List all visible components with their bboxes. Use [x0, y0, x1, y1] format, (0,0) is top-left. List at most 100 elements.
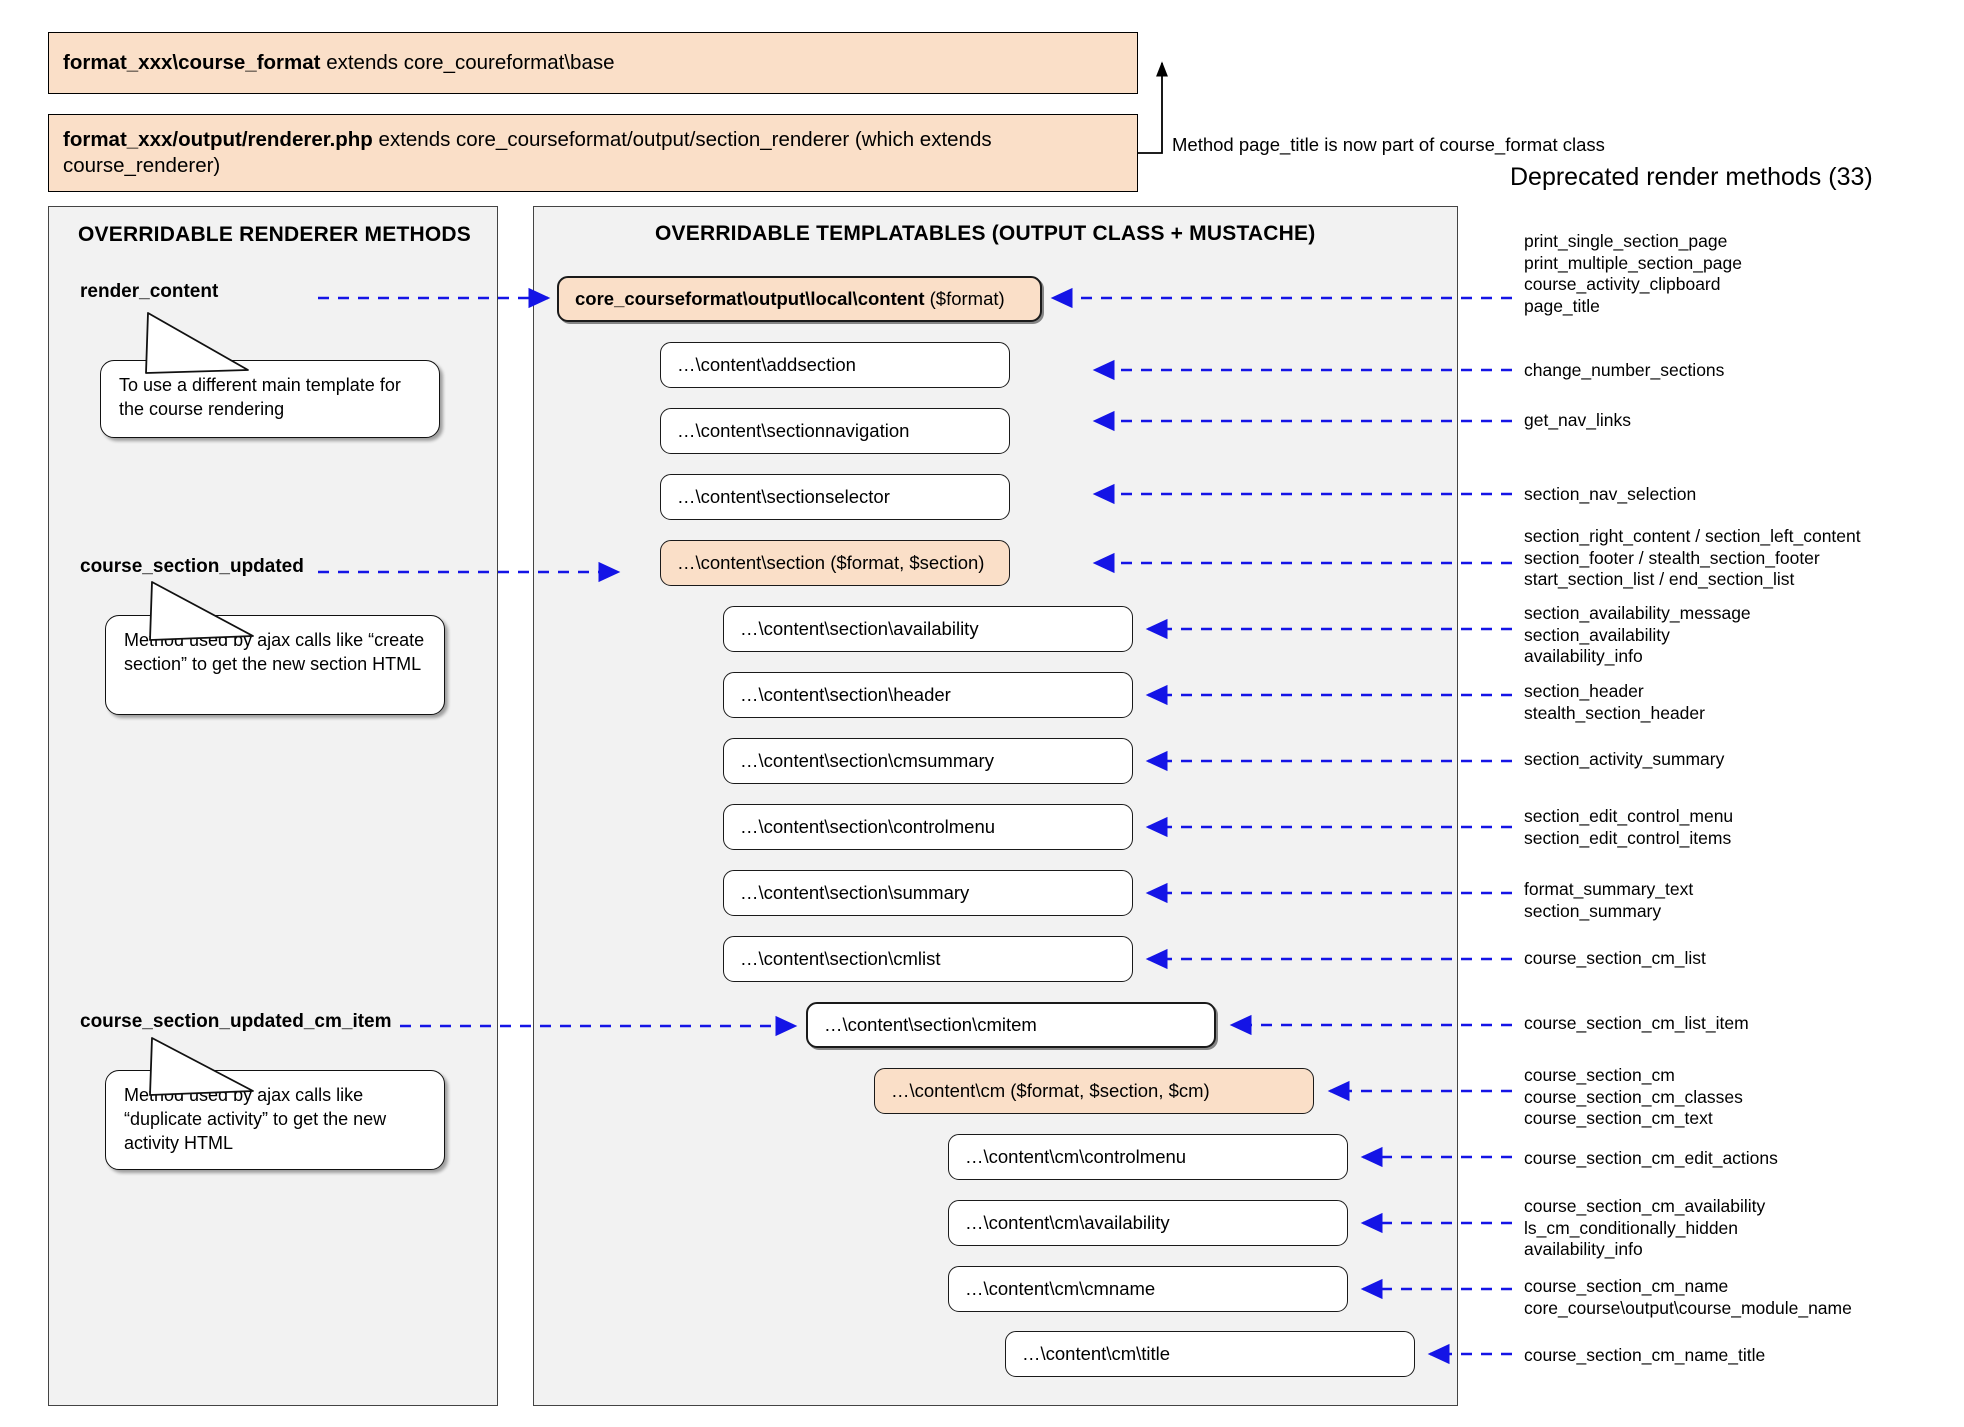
- deprecated-line: print_single_section_page: [1524, 231, 1728, 251]
- tbox-content-sectionnavigation[interactable]: …\content\sectionnavigation: [660, 408, 1010, 454]
- page-title-note: Method page_title is now part of course_…: [1172, 134, 1605, 155]
- tbox-16-label: …\content\cm\title: [1022, 1343, 1171, 1364]
- header-elbow-connector: [1138, 61, 1168, 154]
- tbox-content-local-content[interactable]: core_courseformat\output\local\content (…: [557, 276, 1042, 322]
- deprecated-line: section_nav_selection: [1524, 484, 1697, 504]
- tbox-content-cm-availability[interactable]: …\content\cm\availability: [948, 1200, 1348, 1246]
- header-box-course-format-bold: format_xxx\course_format: [63, 50, 321, 74]
- deprecated-group-15: course_section_cm_name core_course\outpu…: [1524, 1276, 1852, 1319]
- deprecated-group-3: section_nav_selection: [1524, 484, 1696, 506]
- tbox-7-label: …\content\section\cmsummary: [740, 750, 994, 771]
- deprecated-line: section_edit_control_menu: [1524, 806, 1734, 826]
- deprecated-group-14: course_section_cm_availability ls_cm_con…: [1524, 1196, 1765, 1261]
- tbox-content-local-content-text: core_courseformat\output\local\content (…: [575, 288, 1005, 310]
- tbox-6-label: …\content\section\header: [740, 684, 951, 705]
- deprecated-line: course_section_cm_name_title: [1524, 1345, 1766, 1365]
- deprecated-group-2: get_nav_links: [1524, 410, 1631, 432]
- tbox-11-label: …\content\section\cmitem: [824, 1014, 1037, 1035]
- header-box-course-format-text: format_xxx\course_format extends core_co…: [63, 50, 615, 76]
- deprecated-line: course_section_cm_list: [1524, 948, 1706, 968]
- deprecated-line: course_section_cm_availability: [1524, 1196, 1766, 1216]
- deprecated-group-8: section_edit_control_menu section_edit_c…: [1524, 806, 1733, 849]
- tbox-5-label: …\content\section\availability: [740, 618, 979, 639]
- tbox-content-cm-title[interactable]: …\content\cm\title: [1005, 1331, 1415, 1377]
- tbox-14-label: …\content\cm\availability: [965, 1212, 1170, 1233]
- deprecated-line: ls_cm_conditionally_hidden: [1524, 1217, 1739, 1238]
- deprecated-line: course_section_cm_edit_actions: [1524, 1148, 1778, 1168]
- header-box-renderer-php: format_xxx/output/renderer.php extends c…: [48, 114, 1138, 192]
- tbox-content-cm-controlmenu[interactable]: …\content\cm\controlmenu: [948, 1134, 1348, 1180]
- deprecated-group-11: course_section_cm_list_item: [1524, 1013, 1749, 1035]
- tbox-content-section-cmitem[interactable]: …\content\section\cmitem: [806, 1002, 1216, 1048]
- deprecated-line: print_multiple_section_page: [1524, 252, 1742, 273]
- tbox-content-section-header[interactable]: …\content\section\header: [723, 672, 1133, 718]
- deprecated-group-1: change_number_sections: [1524, 360, 1724, 382]
- tbox-2-label: …\content\sectionnavigation: [677, 420, 910, 441]
- deprecated-group-6: section_header stealth_section_header: [1524, 681, 1705, 724]
- tbox-8-label: …\content\section\controlmenu: [740, 816, 996, 837]
- deprecated-line: section_availability: [1524, 624, 1670, 645]
- deprecated-line: core_course\output\course_module_name: [1524, 1297, 1852, 1318]
- tbox-12-label: …\content\cm ($format, $section, $cm): [891, 1080, 1210, 1101]
- header-box-renderer-php-rest: extends core_courseformat/output/section…: [63, 127, 992, 177]
- header-box-course-format-rest: extends core_coureformat\base: [320, 50, 615, 74]
- tbox-content-section-availability[interactable]: …\content\section\availability: [723, 606, 1133, 652]
- center-panel-title: OVERRIDABLE TEMPLATABLES (OUTPUT CLASS +…: [655, 222, 1316, 245]
- deprecated-line: page_title: [1524, 295, 1600, 316]
- tbox-3-label: …\content\sectionselector: [677, 486, 890, 507]
- tbox-content-section[interactable]: …\content\section ($format, $section): [660, 540, 1010, 586]
- header-box-renderer-php-bold: format_xxx/output/renderer.php: [63, 127, 373, 151]
- left-panel-title: OVERRIDABLE RENDERER METHODS: [78, 223, 471, 246]
- deprecated-line: change_number_sections: [1524, 360, 1725, 380]
- tbox-content-addsection[interactable]: …\content\addsection: [660, 342, 1010, 388]
- callout-course-section-updated: Method used by ajax calls like “create s…: [105, 615, 445, 715]
- deprecated-line: course_activity_clipboard: [1524, 274, 1721, 295]
- deprecated-group-16: course_section_cm_name_title: [1524, 1345, 1765, 1367]
- deprecated-line: course_section_cm: [1524, 1065, 1675, 1085]
- deprecated-line: course_section_cm_text: [1524, 1108, 1713, 1129]
- deprecated-line: format_summary_text: [1524, 879, 1694, 899]
- deprecated-group-13: course_section_cm_edit_actions: [1524, 1148, 1778, 1170]
- tbox-10-label: …\content\section\cmlist: [740, 948, 941, 969]
- tbox-content-section-controlmenu[interactable]: …\content\section\controlmenu: [723, 804, 1133, 850]
- tbox-content-cm[interactable]: …\content\cm ($format, $section, $cm): [874, 1068, 1314, 1114]
- deprecated-line: section_availability_message: [1524, 603, 1751, 623]
- deprecated-line: section_activity_summary: [1524, 749, 1725, 769]
- tbox-9-label: …\content\section\summary: [740, 882, 970, 903]
- deprecated-line: stealth_section_header: [1524, 702, 1705, 723]
- deprecated-group-7: section_activity_summary: [1524, 749, 1724, 771]
- deprecated-line: section_summary: [1524, 900, 1662, 921]
- deprecated-line: start_section_list / end_section_list: [1524, 569, 1795, 590]
- callout-render-content: To use a different main template for the…: [100, 360, 440, 438]
- tbox-content-section-cmsummary[interactable]: …\content\section\cmsummary: [723, 738, 1133, 784]
- tbox-content-cm-cmname[interactable]: …\content\cm\cmname: [948, 1266, 1348, 1312]
- tbox-13-label: …\content\cm\controlmenu: [965, 1146, 1187, 1167]
- deprecated-group-12: course_section_cm course_section_cm_clas…: [1524, 1065, 1743, 1130]
- deprecated-line: section_right_content / section_left_con…: [1524, 526, 1861, 546]
- callout-course-section-updated-cm-item: Method used by ajax calls like “duplicat…: [105, 1070, 445, 1170]
- deprecated-group-4: section_right_content / section_left_con…: [1524, 526, 1861, 591]
- header-box-renderer-php-text: format_xxx/output/renderer.php extends c…: [63, 127, 1123, 179]
- tbox-content-section-summary[interactable]: …\content\section\summary: [723, 870, 1133, 916]
- tbox-content-sectionselector[interactable]: …\content\sectionselector: [660, 474, 1010, 520]
- method-render-content[interactable]: render_content: [80, 281, 219, 302]
- deprecated-line: section_edit_control_items: [1524, 827, 1732, 848]
- tbox-content-section-cmlist[interactable]: …\content\section\cmlist: [723, 936, 1133, 982]
- deprecated-methods-title: Deprecated render methods (33): [1510, 163, 1873, 191]
- deprecated-group-10: course_section_cm_list: [1524, 948, 1706, 970]
- deprecated-line: availability_info: [1524, 646, 1643, 667]
- deprecated-group-0: print_single_section_page print_multiple…: [1524, 231, 1742, 317]
- deprecated-line: course_section_cm_classes: [1524, 1086, 1743, 1107]
- deprecated-line: course_section_cm_list_item: [1524, 1013, 1749, 1033]
- tbox-0-bold: core_courseformat\output\local\content: [575, 288, 925, 309]
- deprecated-line: section_header: [1524, 681, 1644, 701]
- tbox-15-label: …\content\cm\cmname: [965, 1278, 1156, 1299]
- deprecated-line: course_section_cm_name: [1524, 1276, 1729, 1296]
- method-course-section-updated-cm-item[interactable]: course_section_updated_cm_item: [80, 1011, 392, 1032]
- header-box-course-format: format_xxx\course_format extends core_co…: [48, 32, 1138, 94]
- deprecated-group-5: section_availability_message section_ava…: [1524, 603, 1751, 668]
- deprecated-line: section_footer / stealth_section_footer: [1524, 547, 1820, 568]
- tbox-4-label: …\content\section ($format, $section): [677, 552, 985, 573]
- tbox-1-label: …\content\addsection: [677, 354, 856, 375]
- method-course-section-updated[interactable]: course_section_updated: [80, 556, 304, 577]
